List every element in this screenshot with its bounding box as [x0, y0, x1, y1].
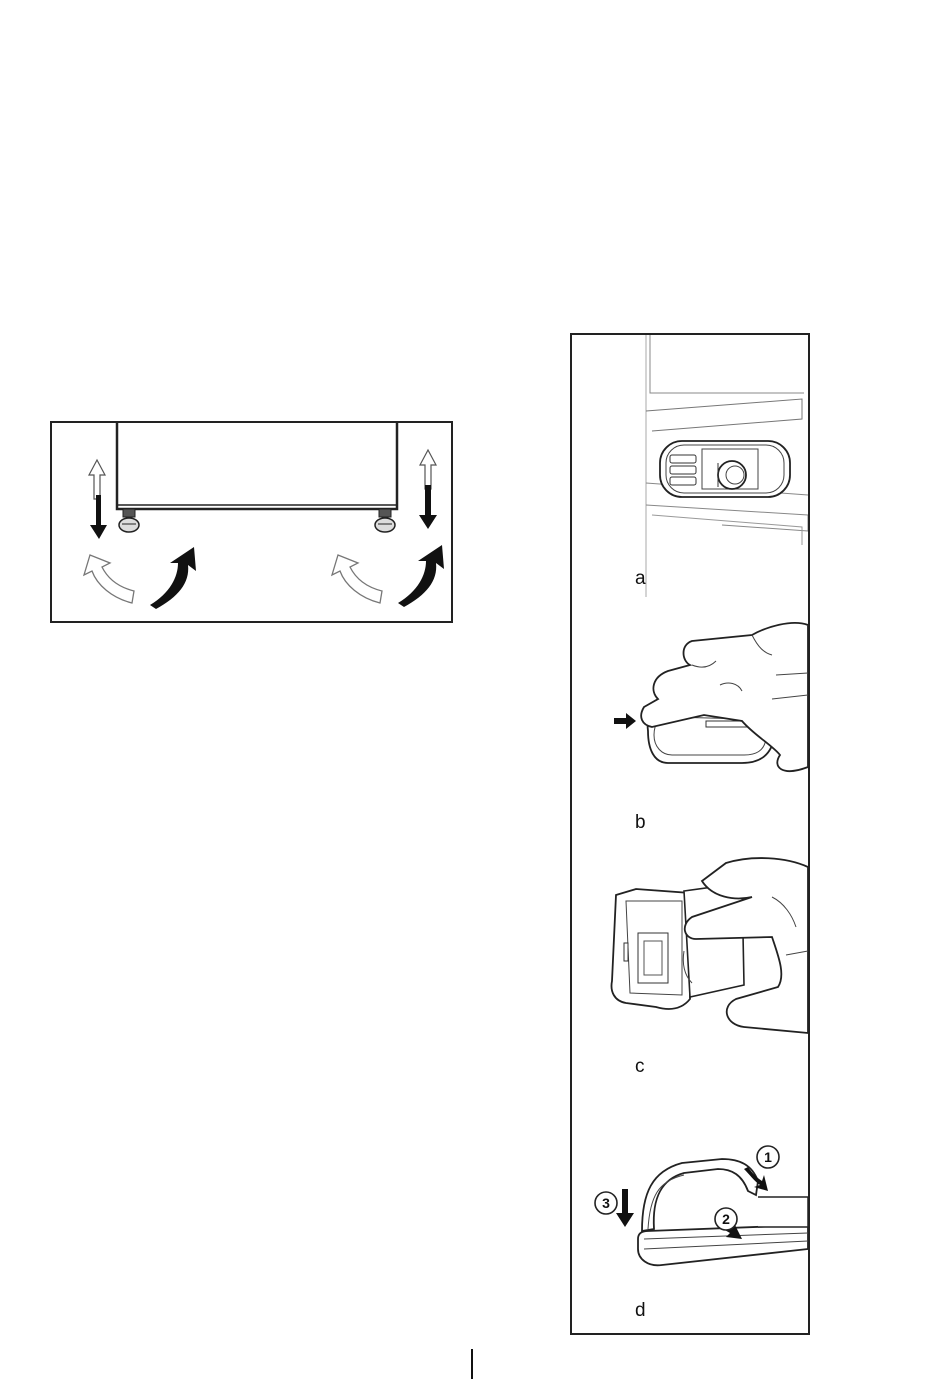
- down-arrow-icon: [419, 485, 437, 529]
- right-foot: [375, 509, 395, 532]
- left-foot: [119, 509, 139, 532]
- panel-b-label: b: [635, 813, 646, 832]
- lamp-replacement-illustration: 1 2 3: [572, 335, 808, 1333]
- push-arrow-icon: [614, 713, 636, 729]
- step-1-number: 1: [764, 1149, 772, 1165]
- rotate-right-icon: [398, 545, 444, 607]
- up-arrow-icon: [420, 450, 436, 489]
- step-3-badge: 3: [595, 1192, 617, 1214]
- step-2-number: 2: [722, 1211, 730, 1227]
- up-arrow-icon: [89, 460, 105, 499]
- step-2-badge: 2: [715, 1208, 737, 1230]
- feet-adjustment-illustration: [52, 423, 451, 621]
- step-3-arrow-icon: [616, 1189, 634, 1227]
- feet-adjustment-figure: [50, 421, 453, 623]
- panel-d-label: d: [635, 1301, 646, 1320]
- panel-c-illustration: [612, 858, 808, 1033]
- rotate-left-icon: [332, 555, 382, 603]
- panel-b-illustration: [641, 623, 808, 771]
- lamp-replacement-figure: 1 2 3 a b c d: [570, 333, 810, 1335]
- rotate-right-icon: [150, 547, 196, 609]
- panel-a-label: a: [635, 569, 646, 588]
- down-arrow-icon: [90, 495, 107, 539]
- appliance-body: [117, 423, 397, 509]
- step-3-number: 3: [602, 1195, 610, 1211]
- rotate-left-icon: [84, 555, 134, 603]
- page-divider-line: [471, 1349, 473, 1379]
- panel-a-illustration: [646, 335, 808, 597]
- step-1-badge: 1: [757, 1146, 779, 1168]
- panel-c-label: c: [635, 1057, 645, 1076]
